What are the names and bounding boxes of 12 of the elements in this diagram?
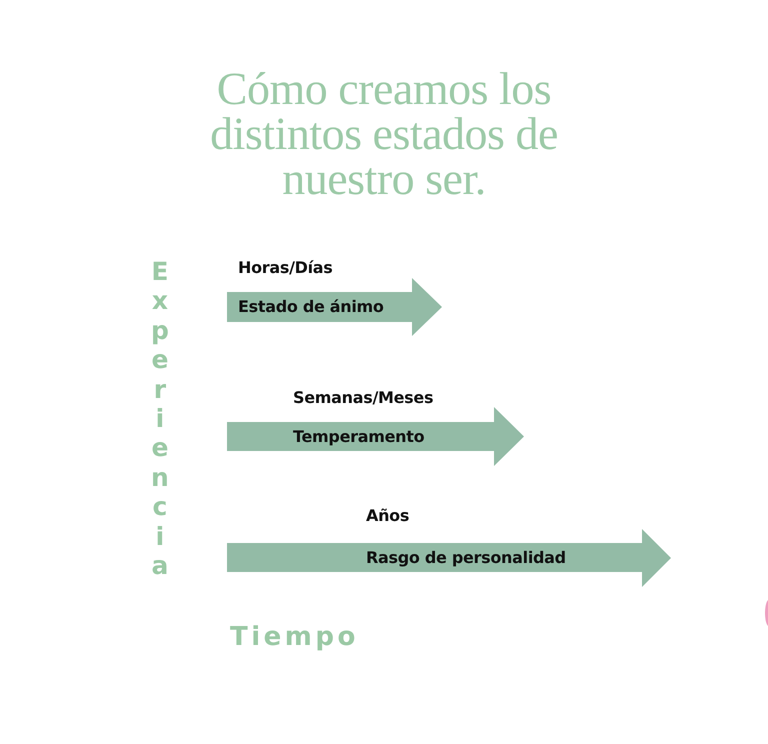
- time-span-label: Horas/Días: [238, 258, 333, 278]
- time-span-label: Semanas/Meses: [293, 388, 434, 408]
- arrow-shape: [227, 278, 442, 336]
- arrow-text: Rasgo de personalidad: [366, 548, 566, 568]
- vertical-axis-label: Experiencia: [151, 257, 169, 580]
- time-span-label: Años: [366, 506, 410, 526]
- horizontal-axis-label: Tiempo: [230, 622, 359, 652]
- arrow-shape: [227, 529, 671, 587]
- arrow-shape: [227, 407, 524, 466]
- arrow-text: Estado de ánimo: [238, 297, 384, 317]
- arrow-text: Temperamento: [293, 426, 424, 446]
- title: Cómo creamos los distintos estados de nuestro ser.: [209, 66, 559, 201]
